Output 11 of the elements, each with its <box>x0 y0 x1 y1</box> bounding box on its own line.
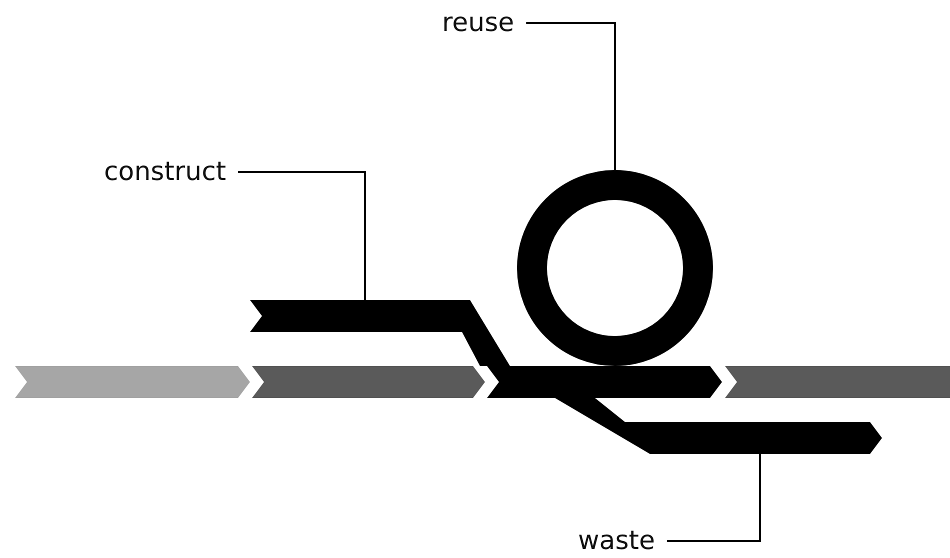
process-band <box>15 366 250 398</box>
process-band <box>725 366 950 398</box>
leader-line <box>238 171 366 300</box>
loop-ring <box>517 170 713 366</box>
part-label: reuse <box>442 8 514 38</box>
part-label: construct <box>104 157 226 187</box>
leader-line <box>666 454 761 542</box>
branch-band <box>250 300 510 366</box>
part-label: waste <box>578 526 655 556</box>
leader-line <box>526 22 616 170</box>
process-band <box>487 366 722 398</box>
